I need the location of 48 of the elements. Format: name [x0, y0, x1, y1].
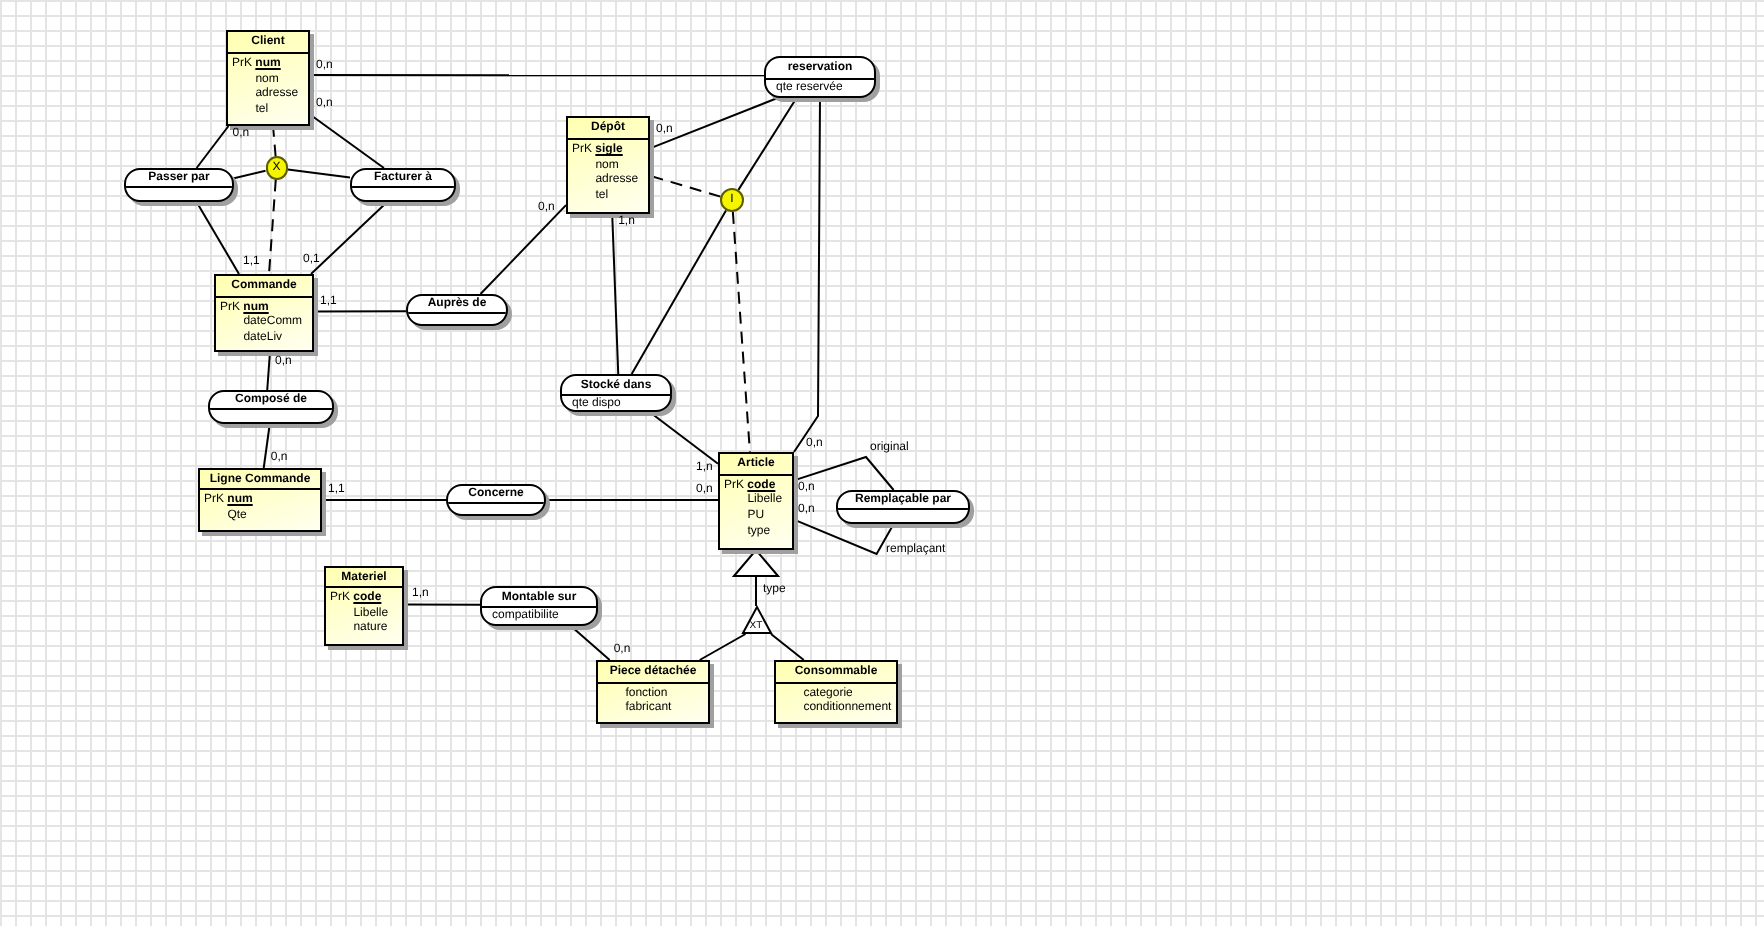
link-line [793, 97, 821, 453]
link-line [286, 168, 351, 179]
link-line [403, 603, 481, 606]
link-line [195, 125, 230, 169]
relationship-pill [446, 484, 546, 516]
link-line [310, 201, 389, 275]
link-line [233, 169, 267, 180]
dashed-link-line [649, 174, 722, 198]
link-line [737, 97, 798, 191]
entity-box [566, 116, 650, 214]
dashed-link-line [731, 210, 751, 453]
entity-box [596, 660, 710, 724]
relationship-pill [764, 56, 876, 98]
relationship-pill [350, 168, 456, 202]
entity-box [324, 566, 404, 646]
link-line [479, 204, 567, 295]
relationship-pill [406, 294, 508, 326]
link-line [195, 201, 240, 275]
link-line [569, 625, 611, 661]
link-line [649, 97, 779, 150]
link-line [793, 518, 895, 556]
link-line [266, 351, 271, 391]
relationship-pill [560, 374, 672, 412]
link-line [793, 455, 895, 491]
link-line [630, 209, 727, 375]
entity-box [198, 468, 322, 532]
link-line [648, 411, 719, 465]
relationship-pill [124, 168, 234, 202]
dashed-link-line [272, 125, 277, 158]
relationship-pill [480, 586, 598, 626]
entity-box [774, 660, 898, 724]
partition-triangle [741, 606, 771, 634]
link-line [611, 213, 620, 375]
entity-box [214, 274, 314, 352]
entity-box [718, 452, 794, 550]
link-line [309, 74, 765, 77]
dashed-link-line [268, 178, 277, 275]
relationship-pill [836, 490, 970, 524]
entity-box [226, 30, 310, 126]
link-line [770, 633, 805, 661]
relationship-pill [208, 390, 334, 424]
link-line [313, 310, 407, 313]
link-line [262, 423, 271, 469]
link-line [545, 499, 719, 501]
generalization-arrow [733, 549, 779, 607]
link-line [321, 499, 447, 501]
link-line [698, 633, 747, 661]
link-line [309, 113, 385, 169]
